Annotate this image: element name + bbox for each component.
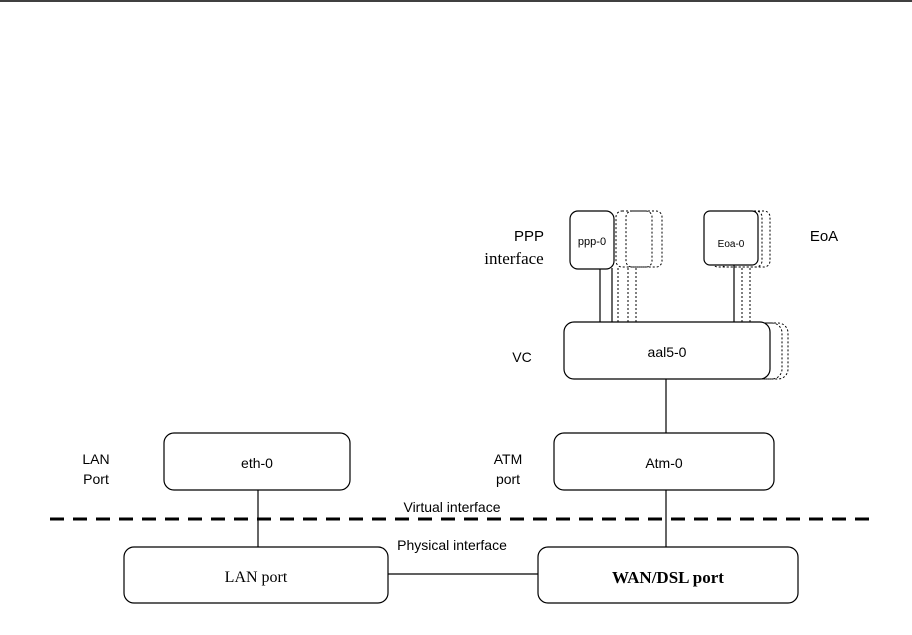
ppp-interface-label-line1: PPP xyxy=(514,228,544,245)
ppp0-node: ppp-0 xyxy=(570,211,614,269)
eth0-node: eth-0 xyxy=(164,433,350,490)
eoa-label: EoA xyxy=(810,228,838,245)
wan-dsl-port-label: WAN/DSL port xyxy=(612,568,724,587)
atm-port-label-line2: port xyxy=(496,471,520,487)
ppp-stack-ghosts xyxy=(616,211,662,322)
lan-port-side-label-line1: LAN xyxy=(82,451,109,467)
eoa0-node: Eoa-0 xyxy=(704,211,758,265)
virtual-interface-label: Virtual interface xyxy=(403,499,500,515)
lan-port-side-label-line2: Port xyxy=(83,471,109,487)
eoa0-label: Eoa-0 xyxy=(718,239,745,250)
lan-port-label: LAN port xyxy=(225,569,288,586)
lan-port-node: LAN port xyxy=(124,547,388,603)
connections xyxy=(258,265,734,574)
atm-port-label-line1: ATM xyxy=(494,451,523,467)
ppp0-label: ppp-0 xyxy=(578,236,606,248)
ppp-interface-label-line2: interface xyxy=(484,249,543,268)
wan-dsl-port-node: WAN/DSL port xyxy=(538,547,798,603)
atm0-node: Atm-0 xyxy=(554,433,774,490)
physical-interface-label: Physical interface xyxy=(397,537,507,553)
eth0-label: eth-0 xyxy=(241,455,273,471)
vc-label: VC xyxy=(512,349,531,365)
atm0-label: Atm-0 xyxy=(645,455,683,471)
aal50-label: aal5-0 xyxy=(648,344,687,360)
aal50-node: aal5-0 xyxy=(564,322,770,379)
